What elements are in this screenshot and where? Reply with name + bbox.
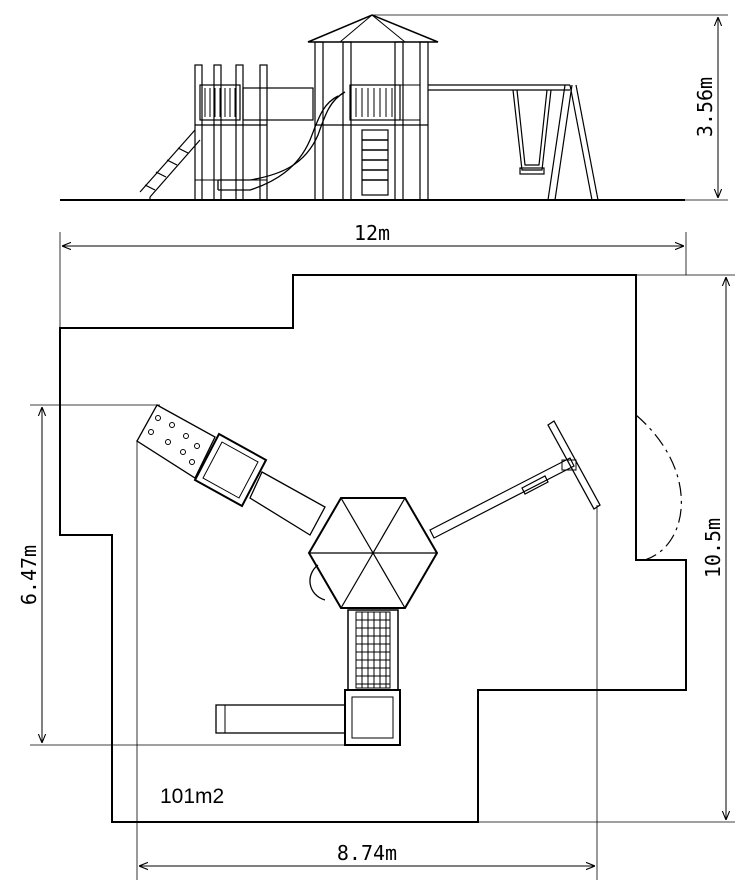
- hexagonal-roof: [307, 497, 439, 609]
- overall-depth-dimension: 10.5m: [478, 274, 735, 823]
- plan-view: 12m 10.5m 6.47m 8.74m: [17, 221, 735, 880]
- overall-depth-label: 10.5m: [701, 518, 725, 578]
- net-ladder: [347, 609, 399, 691]
- left-platform: [193, 432, 268, 508]
- central-tower: [307, 14, 439, 201]
- inner-width-label: 8.74m: [337, 841, 397, 865]
- inner-depth-label: 6.47m: [17, 545, 41, 605]
- height-dimension: 3.56m: [372, 14, 728, 201]
- overall-width-dimension: 12m: [59, 221, 687, 330]
- bridge: [242, 87, 314, 121]
- elevation-view: 3.56m: [60, 14, 728, 201]
- straight-slide: [215, 704, 346, 734]
- left-ladder: [139, 129, 201, 200]
- climbing-wall: [136, 404, 216, 479]
- left-bridge: [249, 471, 326, 536]
- area-label: 101m2: [160, 785, 224, 808]
- left-tower: [194, 64, 268, 201]
- swing-arc: [635, 414, 682, 561]
- safety-zone-outline: [59, 274, 687, 823]
- bottom-platform: [344, 689, 401, 746]
- inner-depth-dimension: 6.47m: [17, 404, 350, 746]
- overall-width-label: 12m: [354, 221, 390, 245]
- inner-width-dimension: 8.74m: [136, 440, 598, 880]
- swing-beam: [429, 420, 601, 539]
- slide-curve: [309, 564, 326, 601]
- slide: [217, 91, 346, 191]
- height-label: 3.56m: [693, 77, 717, 137]
- swing-frame: [428, 84, 599, 201]
